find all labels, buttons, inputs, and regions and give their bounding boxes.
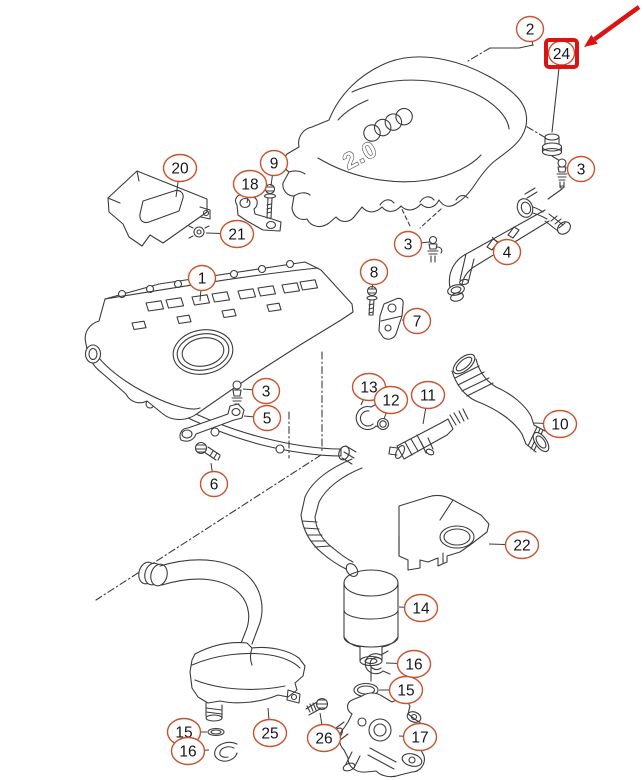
construction-lines (95, 44, 560, 601)
svg-text:15: 15 (397, 683, 414, 700)
callout-17[interactable]: 17 (398, 722, 438, 752)
svg-text:4: 4 (503, 245, 512, 262)
callout-12[interactable]: 12 (373, 385, 409, 420)
svg-text:3: 3 (262, 384, 271, 401)
callout-8[interactable]: 8 (359, 258, 389, 290)
part-bracket-5 (179, 403, 245, 442)
callout-6[interactable]: 6 (199, 462, 229, 498)
part-bolt-6 (194, 441, 221, 461)
svg-text:25: 25 (261, 726, 278, 743)
part-bracket-18 (235, 194, 282, 232)
callout-21[interactable]: 21 (205, 219, 255, 249)
part-hose-10 (451, 353, 550, 453)
svg-text:7: 7 (413, 314, 422, 331)
part-bolt-8 (366, 285, 378, 316)
part-bolt-9 (263, 183, 277, 219)
svg-text:12: 12 (382, 393, 399, 410)
part-bracket-22 (398, 495, 490, 571)
svg-text:8: 8 (370, 265, 379, 282)
svg-text:10: 10 (551, 417, 569, 434)
part-clip-16-left (214, 741, 238, 762)
callout-1[interactable]: 1 (187, 264, 217, 302)
callout-25[interactable]: 25 (252, 707, 288, 748)
highlight-24[interactable]: 24 (544, 5, 641, 69)
svg-text:5: 5 (263, 411, 272, 428)
part-valve-3-upper (547, 158, 568, 200)
highlight-box (544, 38, 579, 69)
svg-text:20: 20 (171, 161, 189, 178)
svg-text:21: 21 (228, 227, 245, 244)
highlight-arrow-icon (593, 5, 641, 42)
svg-text:3: 3 (404, 237, 413, 254)
part-clip-nut (188, 225, 210, 239)
callout-15[interactable]: 15 (379, 675, 424, 705)
callout-18[interactable]: 18 (232, 169, 268, 204)
audi-rings-icon (363, 107, 413, 142)
part-clip-16-center (364, 650, 391, 675)
part-washer-15-left (207, 727, 225, 737)
svg-text:3: 3 (577, 162, 586, 179)
callout-10[interactable]: 10 (533, 409, 578, 439)
callout-20[interactable]: 20 (162, 153, 198, 198)
svg-text:2: 2 (526, 22, 535, 39)
callout-14[interactable]: 14 (398, 593, 439, 623)
callout-2[interactable]: 2 (515, 15, 545, 47)
part-reservoir-25 (138, 559, 306, 722)
callout-22[interactable]: 22 (488, 530, 540, 560)
svg-text:11: 11 (420, 388, 436, 405)
svg-text:9: 9 (270, 156, 279, 173)
svg-text:22: 22 (513, 538, 530, 555)
callout-3[interactable]: 3 (242, 377, 281, 405)
part-bolt-26 (305, 697, 329, 716)
svg-text:16: 16 (179, 744, 196, 761)
callout-4[interactable]: 4 (491, 236, 522, 266)
callout-7[interactable]: 7 (401, 307, 432, 335)
svg-text:17: 17 (411, 730, 428, 747)
part-engine-cover: 2.0 (282, 56, 528, 228)
svg-text:6: 6 (210, 477, 219, 494)
part-hose-canister-14 (300, 458, 399, 682)
callout-16[interactable]: 16 (170, 736, 210, 766)
part-pcv-valve-11 (388, 408, 469, 460)
svg-text:18: 18 (241, 177, 258, 194)
svg-text:16: 16 (405, 657, 422, 674)
callout-16[interactable]: 16 (385, 649, 432, 679)
callout-11[interactable]: 11 (410, 380, 446, 425)
part-oring-12 (376, 417, 390, 431)
highlight-arrow-head (584, 34, 598, 47)
part-trim-cover (107, 170, 211, 247)
part-valve-cover (84, 259, 357, 465)
part-grommet-24 (541, 133, 563, 162)
part-bracket-7 (378, 297, 404, 340)
part-valve-3-middle (427, 235, 443, 263)
part-pump-17 (331, 692, 428, 778)
callout-3[interactable]: 3 (566, 155, 596, 183)
svg-text:13: 13 (360, 380, 377, 397)
callout-5[interactable]: 5 (243, 404, 282, 432)
callout-9[interactable]: 9 (259, 149, 289, 187)
highlight-label: 24 (553, 46, 571, 63)
callout-26[interactable]: 26 (306, 712, 342, 753)
part-pipe-4 (447, 187, 571, 302)
svg-text:26: 26 (315, 731, 332, 748)
callout-3[interactable]: 3 (393, 230, 431, 258)
svg-text:14: 14 (412, 601, 430, 618)
svg-text:1: 1 (198, 271, 207, 288)
part-ball-stud-3 (231, 380, 243, 405)
